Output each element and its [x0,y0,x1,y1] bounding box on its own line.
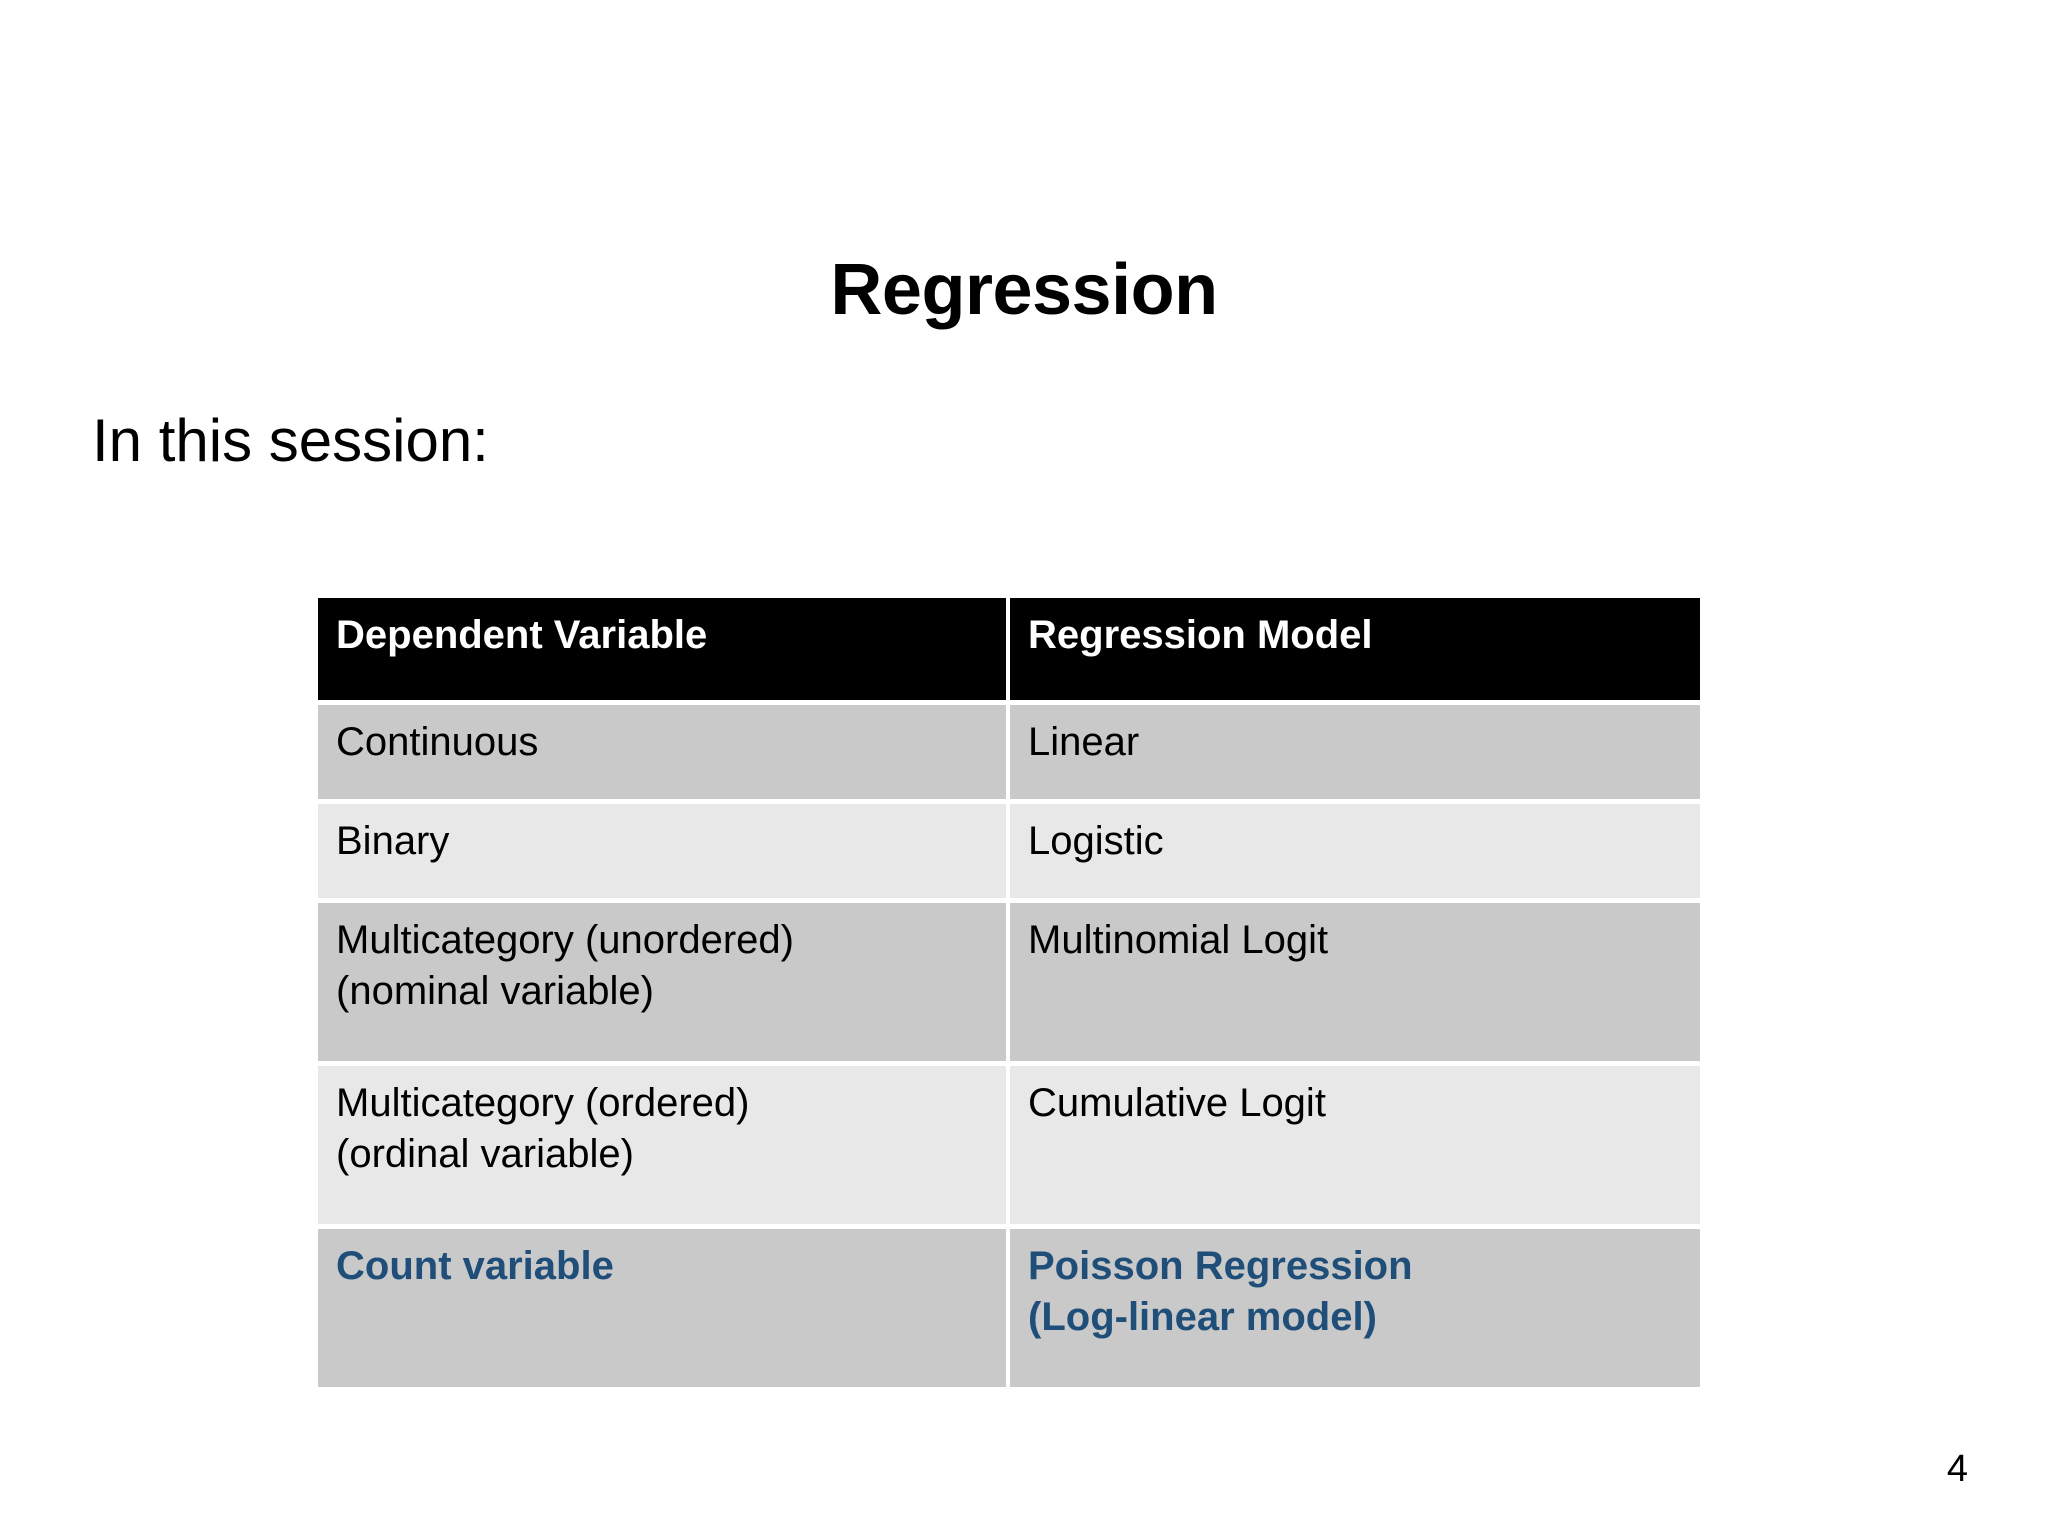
cell-text-line: Binary [336,819,450,863]
table-header: Dependent Variable Regression Model [318,598,1700,705]
cell-dependent-variable: Continuous [318,705,1010,804]
table-row: Multicategory (ordered) (ordinal variabl… [318,1066,1700,1229]
cell-dependent-variable: Multicategory (unordered) (nominal varia… [318,903,1010,1066]
cell-text-line: Multinomial Logit [1028,918,1329,962]
cell-regression-model: Cumulative Logit [1010,1066,1700,1229]
page-number: 4 [1946,1448,1968,1490]
cell-text-line: (Log-linear model) [1028,1294,1377,1339]
cell-text-line: (nominal variable) [336,968,654,1013]
cell-regression-model: Poisson Regression (Log-linear model) [1010,1229,1700,1392]
cell-text-line: Count variable [336,1244,614,1288]
table-row-highlighted: Count variable Poisson Regression (Log-l… [318,1229,1700,1392]
cell-text-line: (ordinal variable) [336,1131,634,1176]
cell-text-line: Multicategory (unordered) [336,918,794,962]
cell-text-line: Cumulative Logit [1028,1081,1326,1125]
table-row: Continuous Linear [318,705,1700,804]
cell-regression-model: Multinomial Logit [1010,903,1700,1066]
cell-text-line: Linear [1028,720,1140,764]
column-header-regression-model: Regression Model [1010,598,1700,705]
page-title: Regression [830,250,1218,330]
table-row: Binary Logistic [318,804,1700,903]
table-body: Continuous Linear Binary Logistic [318,705,1700,1392]
cell-dependent-variable: Binary [318,804,1010,903]
regression-table: Dependent Variable Regression Model Cont… [318,598,1700,1392]
cell-text-line: Continuous [336,720,539,764]
cell-regression-model: Logistic [1010,804,1700,903]
cell-text-line: Poisson Regression [1028,1244,1413,1288]
column-header-dependent-variable: Dependent Variable [318,598,1010,705]
cell-dependent-variable: Multicategory (ordered) (ordinal variabl… [318,1066,1010,1229]
cell-regression-model: Linear [1010,705,1700,804]
regression-table-container: Dependent Variable Regression Model Cont… [318,598,1700,1392]
cell-text-line: Logistic [1028,819,1164,863]
cell-dependent-variable: Count variable [318,1229,1010,1392]
lead-in-text: In this session: [92,407,489,474]
table-header-row: Dependent Variable Regression Model [318,598,1700,705]
cell-text-line: Multicategory (ordered) [336,1081,750,1125]
table-row: Multicategory (unordered) (nominal varia… [318,903,1700,1066]
